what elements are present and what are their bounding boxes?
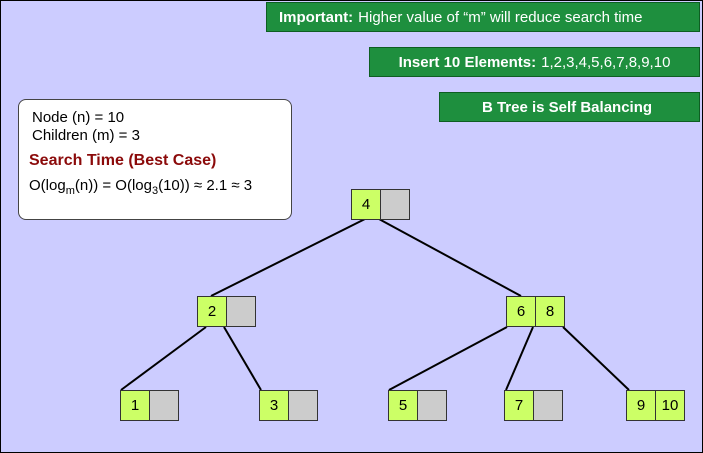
key-root-0: 4	[351, 189, 381, 220]
formula-prefix: O(log	[29, 177, 66, 194]
selfbalancing-label: B Tree is Self Balancing	[481, 98, 653, 116]
node-6-8: 6 8	[506, 296, 565, 327]
key-leaf7-1	[534, 390, 563, 421]
edge-6-to-5	[388, 326, 508, 391]
key-node2-0: 2	[197, 296, 227, 327]
leaf-9-10: 9 10	[626, 390, 685, 421]
edge-6-to-7	[505, 326, 534, 391]
key-node2-1	[227, 296, 256, 327]
root-node: 4	[351, 189, 410, 220]
search-time-formula: O(logm(n)) = O(log3(10)) ≈ 2.1 ≈ 3	[29, 177, 281, 197]
insert-text: 1,2,3,4,5,6,7,8,9,10	[541, 53, 671, 71]
edge-8-to-9-10	[562, 326, 630, 391]
leaf-3: 3	[259, 390, 318, 421]
leaf-7: 7	[504, 390, 563, 421]
edge-2-to-1	[120, 326, 207, 391]
search-time-title: Search Time (Best Case)	[29, 152, 217, 169]
children-count: Children (m) = 3	[32, 127, 140, 144]
search-info-box: Node (n) = 10 Children (m) = 3 Search Ti…	[18, 99, 292, 220]
key-leaf3-1	[289, 390, 318, 421]
edge-root-right	[378, 218, 522, 297]
key-leaf5-0: 5	[388, 390, 418, 421]
leaf-5: 5	[388, 390, 447, 421]
key-leaf5-1	[418, 390, 447, 421]
selfbalancing-banner: B Tree is Self Balancing	[439, 92, 700, 122]
key-leaf910-1: 10	[656, 390, 685, 421]
important-text: Higher value of “m” will reduce search t…	[358, 8, 643, 26]
edge-2-to-3	[223, 326, 262, 391]
node-2: 2	[197, 296, 256, 327]
leaf-1: 1	[120, 390, 179, 421]
insert-label: Insert 10 Elements:	[398, 53, 537, 71]
formula-sub-3: 3	[151, 185, 159, 197]
formula-sub-m: m	[65, 185, 75, 197]
nodes-count: Node (n) = 10	[32, 109, 125, 126]
key-node68-0: 6	[506, 296, 536, 327]
formula-mid: (n)) = O(log	[74, 177, 152, 194]
key-leaf910-0: 9	[626, 390, 656, 421]
key-root-1	[381, 189, 410, 220]
key-leaf1-0: 1	[120, 390, 150, 421]
key-leaf3-0: 3	[259, 390, 289, 421]
insert-banner: Insert 10 Elements: 1,2,3,4,5,6,7,8,9,10	[369, 47, 700, 77]
key-leaf7-0: 7	[504, 390, 534, 421]
important-label: Important:	[279, 8, 354, 26]
key-node68-1: 8	[536, 296, 565, 327]
key-leaf1-1	[150, 390, 179, 421]
edge-root-left	[210, 218, 366, 297]
formula-suffix: (10)) ≈ 2.1 ≈ 3	[158, 177, 253, 194]
important-banner: Important: Higher value of “m” will redu…	[266, 2, 700, 32]
